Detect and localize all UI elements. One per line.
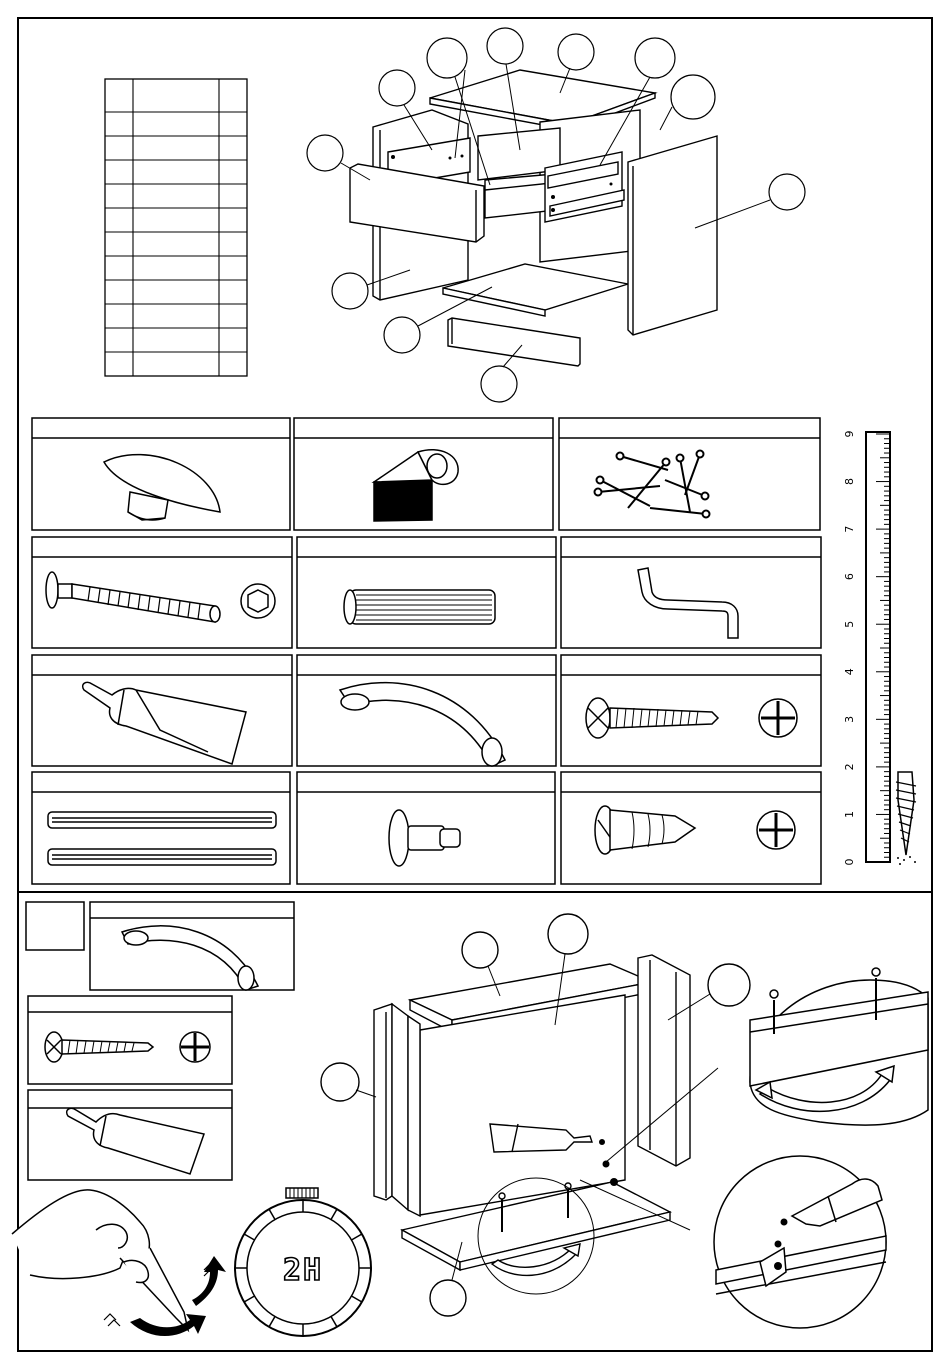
measuring-ruler: 0 1 2 3 4 5 6 7 8 9: [843, 431, 890, 866]
drying-time-label: 2H: [283, 1253, 323, 1288]
ruler-label: 2: [843, 763, 856, 770]
ruler-label: 0: [843, 859, 856, 866]
hand-squeeze-icon: [12, 1190, 188, 1330]
ruler-label: 3: [843, 716, 856, 723]
ruler-label: 1: [843, 811, 856, 818]
drying-timer-icon: 2H: [235, 1188, 371, 1336]
ruler-label: 4: [843, 668, 856, 675]
ruler-label: 6: [843, 573, 856, 580]
step-number-box: [26, 902, 84, 950]
wood-screw-icon: [896, 772, 916, 865]
wooden-dowel-icon: [344, 590, 495, 624]
exploded-cabinet-diagram: [307, 28, 805, 402]
ruler-label: 5: [843, 621, 856, 628]
parts-list-table: [105, 79, 247, 376]
detail-glue-application: [714, 1156, 886, 1328]
ruler-label: 7: [843, 526, 856, 533]
ruler-label: 9: [843, 431, 856, 438]
detail-handle-screw: [750, 968, 928, 1125]
ruler-label: 8: [843, 478, 856, 485]
drawer-assembly-diagram: [321, 914, 750, 1316]
